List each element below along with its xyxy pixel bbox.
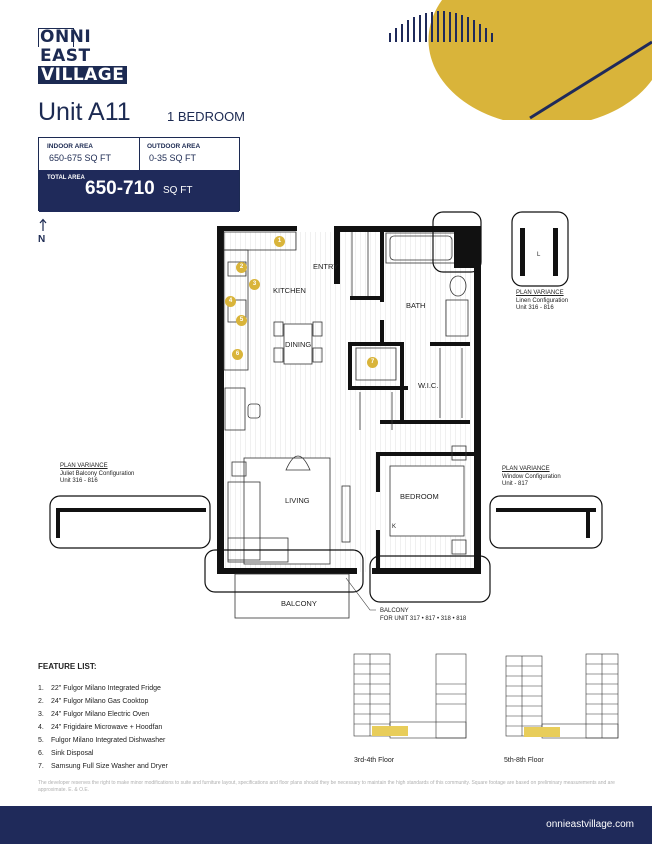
feature-item-text: 24" Frigidaire Microwave + Hoodfan: [51, 724, 163, 731]
room-dining: DINING: [285, 340, 312, 349]
room-balcony: BALCONY: [281, 599, 317, 608]
feature-item-text: Samsung Full Size Washer and Dryer: [51, 763, 168, 770]
feature-marker-1: 1: [274, 236, 285, 247]
indoor-area-label: INDOOR AREA: [47, 143, 93, 150]
variance-window-title: PLAN VARIANCE: [502, 466, 550, 472]
feature-item-number: 2.: [38, 698, 44, 705]
feature-item-5: 5. Fulgor Milano Integrated Dishwasher: [38, 737, 165, 744]
feature-item-6: 6. Sink Disposal: [38, 750, 93, 757]
key-plan-3rd-4th: [353, 653, 467, 739]
feature-item-7: 7. Samsung Full Size Washer and Dryer: [38, 763, 168, 770]
diagonal-line: [529, 40, 652, 120]
logo-line-3: VILLAGE: [38, 66, 128, 84]
feature-item-number: 7.: [38, 763, 44, 770]
feature-marker-5: 5: [236, 315, 247, 326]
variance-linen-line1: Linen Configuration: [516, 297, 569, 304]
unit-type: 1 BEDROOM: [167, 109, 246, 124]
website-link[interactable]: onnieastvillage.com: [546, 819, 634, 830]
exterior-walls: [217, 226, 481, 574]
room-kitchen: KITCHEN: [273, 286, 306, 295]
header-graphic: [389, 0, 652, 120]
variance-linen: PLAN VARIANCE Linen Configuration Unit 3…: [516, 290, 568, 313]
feature-item-number: 4.: [38, 724, 44, 731]
variance-juliet-title: PLAN VARIANCE: [60, 463, 108, 469]
feature-item-number: 1.: [38, 685, 44, 692]
unit-title: Unit A11: [38, 98, 131, 126]
logo-line-1: ONNI: [40, 27, 92, 47]
feature-marker-2: 2: [236, 262, 247, 273]
area-top-row: INDOOR AREA 650-675 SQ FT OUTDOOR AREA 0…: [39, 138, 239, 170]
feature-item-text: 24" Fulgor Milano Electric Oven: [51, 711, 150, 718]
room-entry: ENTRY: [313, 262, 339, 271]
variance-linen-line2: Unit 316 - 816: [516, 305, 554, 311]
desk: [224, 387, 261, 431]
total-area-value: 650-710: [85, 178, 155, 199]
stripe-arc: [389, 11, 493, 42]
key-plan-5th-8th: [505, 653, 619, 739]
balcony-leader-line: [345, 577, 376, 611]
variance-linen-title: PLAN VARIANCE: [516, 290, 564, 296]
balcony-outline: [234, 573, 350, 619]
feature-list-heading: FEATURE LIST:: [38, 662, 97, 671]
interior-walls: [334, 226, 476, 572]
feature-item-number: 3.: [38, 711, 44, 718]
total-area-band: TOTAL AREA 650-710 SQ FT: [39, 170, 239, 212]
total-area-unit: SQ FT: [163, 185, 193, 196]
key-plan-label-3rd-4th: 3rd-4th Floor: [354, 757, 395, 764]
variance-juliet-line2: Unit 316 - 816: [60, 478, 98, 484]
area-divider: [139, 138, 140, 170]
logo-line-2: EAST: [40, 46, 91, 66]
outdoor-area-value: 0-35 SQ FT: [149, 153, 197, 163]
feature-item-text: 24" Fulgor Milano Gas Cooktop: [51, 698, 149, 705]
feature-item-text: Fulgor Milano Integrated Dishwasher: [51, 737, 166, 744]
north-indicator: N: [38, 218, 50, 248]
room-living: LIVING: [285, 496, 310, 505]
footer-bar: onnieastvillage.com: [0, 806, 652, 844]
room-bedroom: BEDROOM: [400, 492, 439, 501]
room-k: K: [392, 524, 397, 530]
variance-juliet-line1: Juliet Balcony Configuration: [60, 470, 135, 477]
total-area-label: TOTAL AREA: [47, 175, 85, 181]
highlight-units: [372, 726, 408, 736]
feature-item-1: 1. 22" Fulgor Milano Integrated Fridge: [38, 685, 161, 692]
room-l: L: [537, 252, 541, 258]
variance-bubbles: [49, 211, 603, 603]
gold-circle-shape: [428, 0, 652, 120]
feature-marker-6: 6: [232, 349, 243, 360]
disclaimer-text: The developer reserves the right to make…: [38, 780, 615, 793]
north-arrow-icon: [39, 218, 47, 231]
room-bath: BATH: [406, 301, 426, 310]
feature-item-number: 5.: [38, 737, 44, 744]
feature-item-number: 6.: [38, 750, 44, 757]
feature-item-3: 3. 24" Fulgor Milano Electric Oven: [38, 711, 149, 718]
variance-mini-plans: [56, 228, 596, 538]
feature-marker-7: 7: [367, 357, 378, 368]
bedroom-furniture: [389, 445, 467, 555]
washer-dryer: [355, 347, 397, 381]
variance-window-line2: Unit - 817: [502, 481, 529, 487]
feature-item-text: 22" Fulgor Milano Integrated Fridge: [51, 685, 161, 692]
feature-marker-3: 3: [249, 279, 260, 290]
feature-item-text: Sink Disposal: [51, 750, 94, 757]
north-label: N: [38, 234, 46, 245]
onni-logo: ONNI EAST VILLAGE: [38, 28, 140, 86]
room-wic: W.I.C.: [418, 381, 439, 390]
logo-frame: [38, 28, 74, 47]
dining-table: [273, 321, 323, 365]
variance-window: PLAN VARIANCE Window Configuration Unit …: [502, 466, 561, 489]
area-box: INDOOR AREA 650-675 SQ FT OUTDOOR AREA 0…: [38, 137, 240, 212]
living-furniture: [227, 455, 351, 565]
variance-juliet: PLAN VARIANCE Juliet Balcony Configurati…: [60, 463, 134, 486]
wic-lines: [351, 232, 463, 430]
feature-marker-4: 4: [225, 296, 236, 307]
feature-item-2: 2. 24" Fulgor Milano Gas Cooktop: [38, 698, 148, 705]
variance-window-line1: Window Configuration: [502, 473, 561, 480]
highlight-units: [524, 727, 560, 737]
feature-item-4: 4. 24" Frigidaire Microwave + Hoodfan: [38, 724, 162, 731]
key-plan-label-5th-8th: 5th-8th Floor: [504, 757, 544, 764]
indoor-area-value: 650-675 SQ FT: [49, 153, 112, 163]
outdoor-area-label: OUTDOOR AREA: [147, 143, 201, 150]
balcony-note: BALCONY FOR UNIT 317 • 817 • 318 • 818: [380, 608, 467, 622]
